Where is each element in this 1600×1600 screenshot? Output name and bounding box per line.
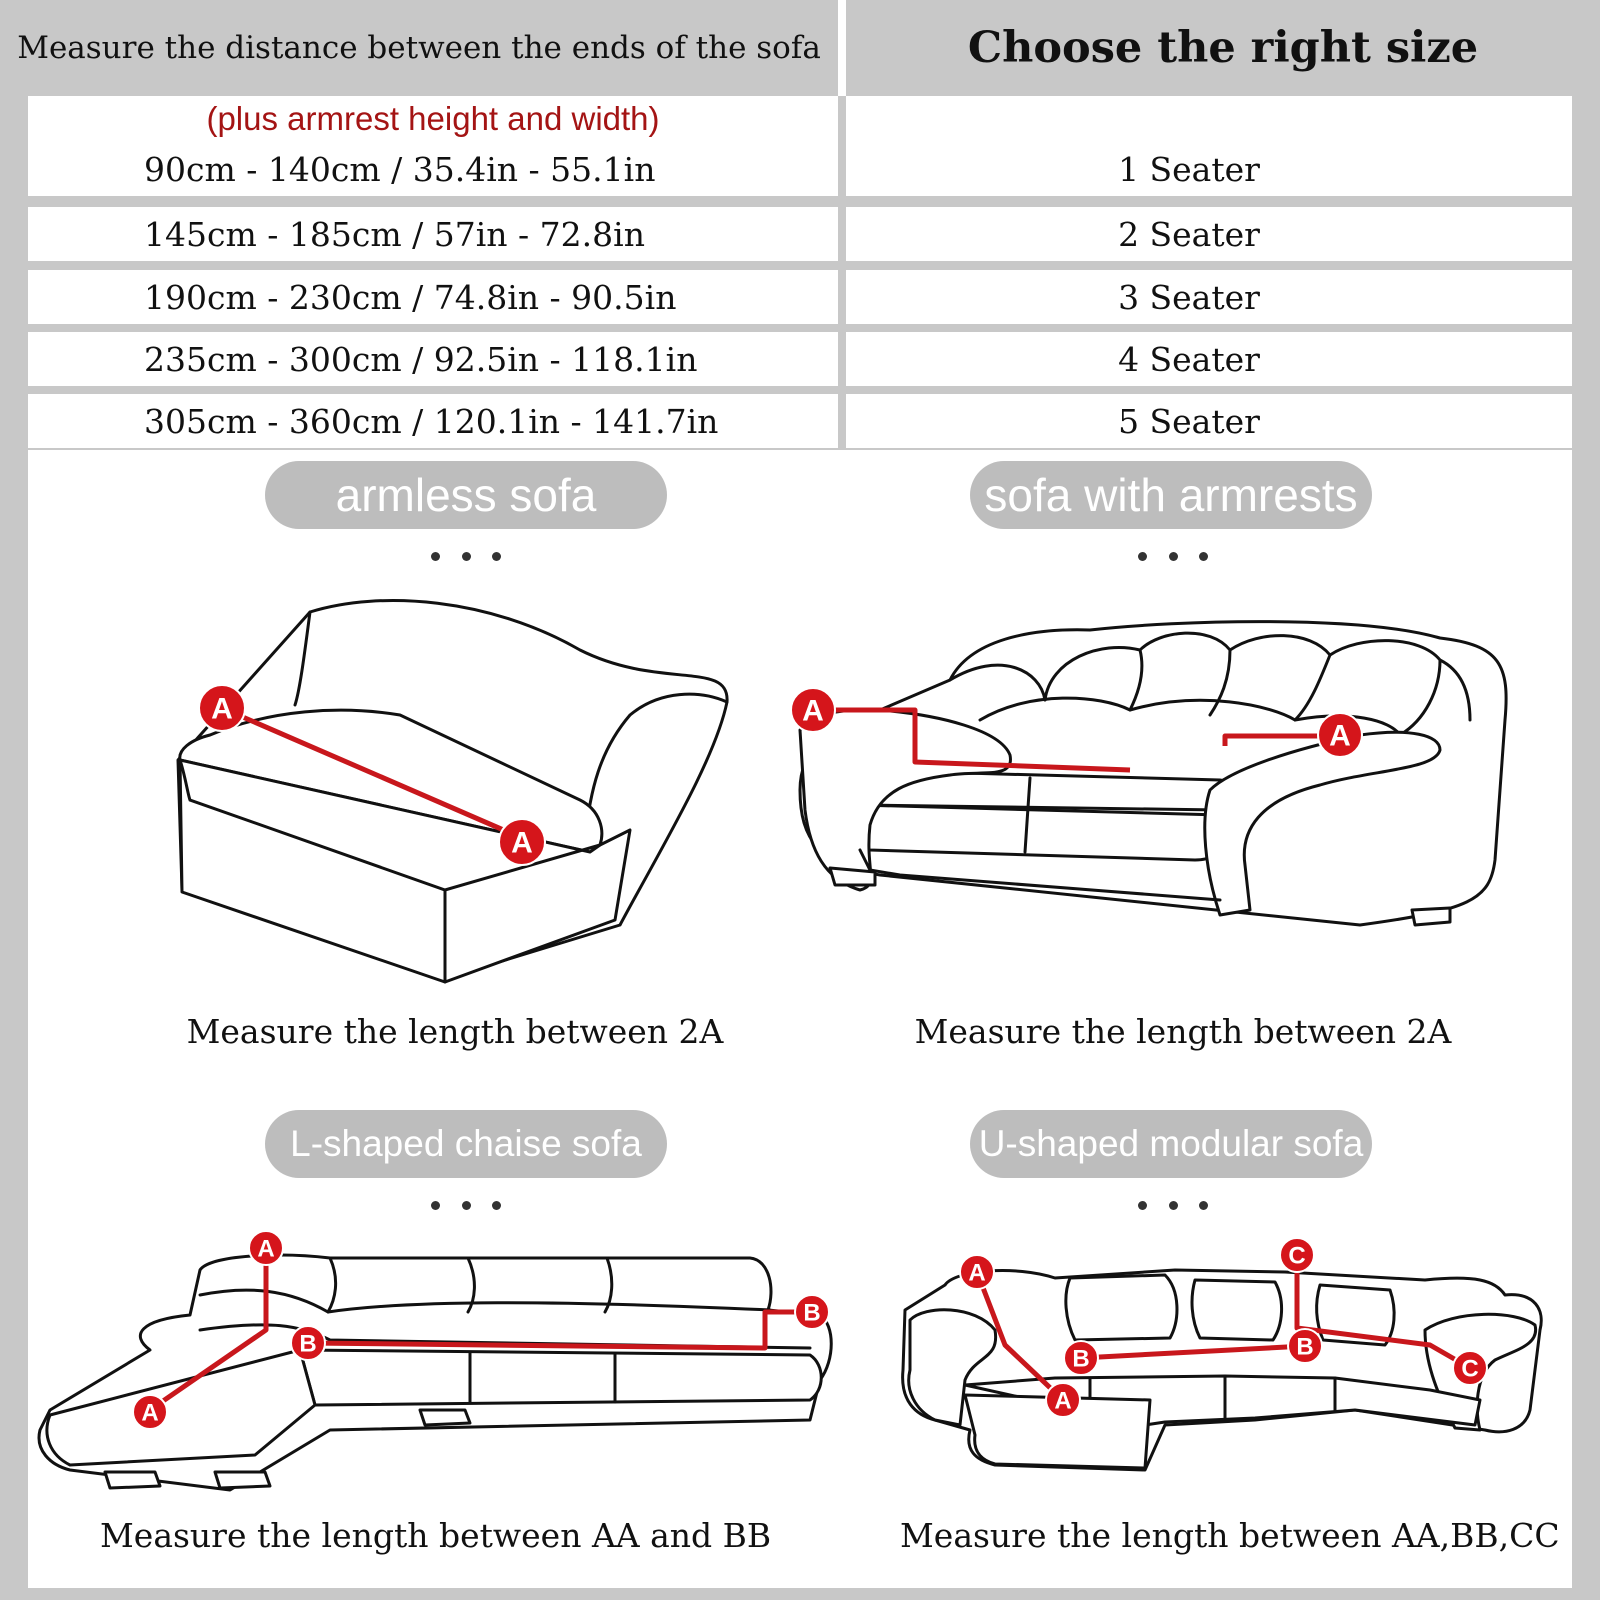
svg-text:B: B: [299, 1331, 316, 1358]
u-shaped-modular-sofa-caption: Measure the length between AA,BB,CC: [900, 1516, 1560, 1555]
table-header-size: Choose the right size: [846, 0, 1600, 96]
l-shaped-chaise-sofa-caption: Measure the length between AA and BB: [100, 1516, 772, 1555]
u-shaped-modular-sofa-pill: U-shaped modular sofa: [970, 1110, 1372, 1178]
armrest-note: (plus armrest height and width): [28, 96, 838, 142]
svg-text:B: B: [1296, 1334, 1313, 1361]
svg-text:C: C: [1288, 1243, 1305, 1270]
table-row-range: 90cm - 140cm / 35.4in - 55.1in: [28, 142, 838, 196]
table-row-size: 2 Seater: [846, 207, 1572, 261]
svg-text:A: A: [802, 695, 824, 728]
table-row-range: 145cm - 185cm / 57in - 72.8in: [28, 207, 838, 261]
dots-icon: [431, 1201, 501, 1213]
svg-text:A: A: [211, 693, 233, 726]
marker-c: C: [1279, 1237, 1315, 1273]
table-row-range: 235cm - 300cm / 92.5in - 118.1in: [28, 332, 838, 386]
svg-text:A: A: [1054, 1388, 1071, 1415]
marker-a: A: [132, 1394, 168, 1430]
armless-sofa-caption: Measure the length between 2A: [186, 1012, 724, 1051]
table-row-size: 3 Seater: [846, 270, 1572, 324]
marker-a: A: [1317, 712, 1363, 758]
table-row-size: 5 Seater: [846, 394, 1572, 448]
table-cell-empty: [846, 96, 1572, 142]
svg-text:A: A: [968, 1260, 985, 1287]
u-shaped-modular-sofa-illustration: A A B B C C: [901, 1237, 1543, 1472]
marker-a: A: [1045, 1382, 1081, 1418]
marker-a: A: [959, 1254, 995, 1290]
sofa-with-armrests-pill: sofa with armrests: [970, 461, 1372, 529]
svg-text:A: A: [1329, 720, 1351, 753]
marker-a: A: [198, 684, 246, 732]
armless-sofa-pill: armless sofa: [265, 461, 667, 529]
sofa-with-armrests-caption: Measure the length between 2A: [914, 1012, 1452, 1051]
svg-text:A: A: [257, 1236, 274, 1263]
l-shaped-chaise-sofa-illustration: A A B B: [37, 1230, 833, 1492]
dots-icon: [431, 552, 501, 564]
marker-b: B: [290, 1325, 326, 1361]
marker-a: A: [790, 687, 836, 733]
marker-c: C: [1452, 1350, 1488, 1386]
table-row-size: 1 Seater: [846, 142, 1572, 196]
header-divider: [838, 0, 846, 96]
marker-a: A: [498, 818, 546, 866]
table-header-measure: Measure the distance between the ends of…: [0, 0, 838, 96]
marker-b: B: [1287, 1328, 1323, 1364]
marker-a: A: [248, 1230, 284, 1266]
table-row-range: 305cm - 360cm / 120.1in - 141.7in: [28, 394, 838, 448]
svg-text:A: A: [511, 827, 533, 860]
dots-icon: [1138, 1201, 1208, 1213]
svg-text:A: A: [141, 1400, 158, 1427]
sofa-with-armrests-illustration: A A: [790, 620, 1508, 927]
svg-text:B: B: [1072, 1346, 1089, 1373]
table-row-range: 190cm - 230cm / 74.8in - 90.5in: [28, 270, 838, 324]
armless-sofa-illustration: A A: [176, 599, 729, 984]
marker-b: B: [794, 1294, 830, 1330]
table-row-size: 4 Seater: [846, 332, 1572, 386]
svg-text:B: B: [803, 1300, 820, 1327]
svg-text:C: C: [1461, 1356, 1478, 1383]
marker-b: B: [1063, 1340, 1099, 1376]
dots-icon: [1138, 552, 1208, 564]
l-shaped-chaise-sofa-pill: L-shaped chaise sofa: [265, 1110, 667, 1178]
